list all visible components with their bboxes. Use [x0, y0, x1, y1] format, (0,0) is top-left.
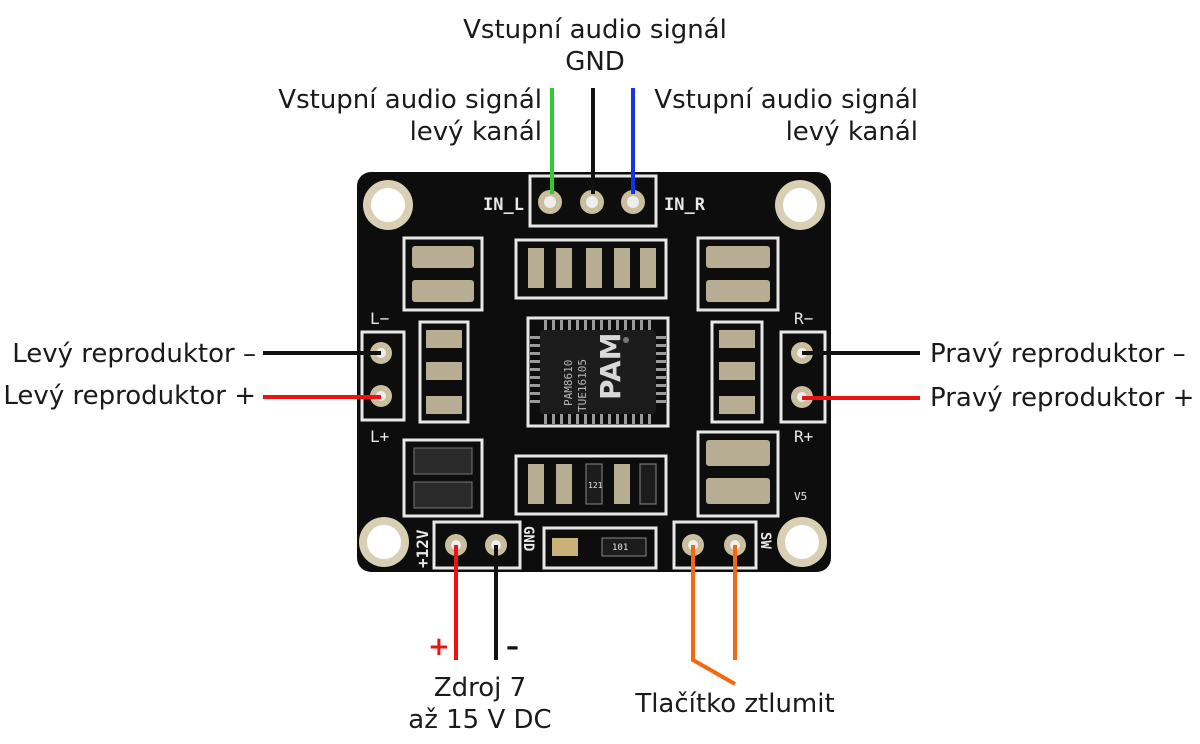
label-input-right-line1: Vstupní audio signál: [654, 85, 918, 115]
label-input-gnd-line1: Vstupní audio signál: [463, 15, 727, 45]
label-right-speaker-minus: Pravý reproduktor –: [930, 339, 1186, 369]
silk-r-minus: R−: [794, 309, 813, 328]
label-input-gnd: Vstupní audio signál GND: [440, 14, 750, 78]
chip-model-label: PAM8610: [562, 360, 575, 406]
left-speaker-header-outline: [360, 330, 406, 422]
label-input-gnd-line2: GND: [565, 47, 625, 77]
input-pad-gnd: [580, 190, 604, 214]
label-input-left-line2: levý kanál: [409, 117, 542, 147]
label-right-speaker-plus: Pravý reproduktor +: [930, 383, 1195, 413]
mounting-hole-bottom-left: [359, 517, 409, 567]
silk-l-plus: L+: [370, 427, 389, 446]
led-and-resistor-block: [542, 526, 658, 570]
silk-sw: SW: [757, 532, 773, 549]
silk-l-minus: L−: [370, 309, 389, 328]
chip-batch-label: TUE16105: [576, 359, 589, 412]
component-block-top-center: [514, 238, 668, 300]
component-block-right-top: [696, 236, 780, 312]
power-header-outline: [432, 520, 522, 570]
silk-in-l: IN_L: [483, 195, 524, 215]
label-power-plus-sign: +: [428, 632, 450, 662]
silk-in-r: IN_R: [664, 195, 706, 215]
mounting-hole-top-left: [363, 180, 413, 230]
silk-gnd: GND: [520, 526, 536, 551]
pcb-board: IN_L IN_R L− L+ R− R+ V5 121 101 +12V GN…: [357, 172, 831, 572]
label-power-line2: až 15 V DC: [408, 705, 552, 735]
component-block-bottom-center: [514, 454, 668, 516]
label-mute-button: Tlačítko ztlumit: [635, 689, 835, 719]
component-block-right-middle: [710, 320, 764, 424]
label-left-speaker-plus: Levý reproduktor +: [3, 381, 256, 411]
mounting-hole-bottom-right: [777, 517, 827, 567]
input-pad-right: [621, 190, 645, 214]
label-input-left-line1: Vstupní audio signál: [278, 85, 542, 115]
mounting-hole-top-right: [775, 180, 825, 230]
component-block-left-middle: [418, 320, 470, 424]
silk-res-121: 121: [588, 481, 603, 490]
right-speaker-header-outline: [779, 330, 827, 424]
silk-r-plus: R+: [794, 427, 813, 446]
wire-switch-1: [691, 545, 736, 686]
label-power-supply: Zdroj 7 až 15 V DC: [370, 672, 590, 736]
chip-brand-label: PAM: [594, 333, 627, 400]
label-power-minus-sign: –: [506, 632, 519, 662]
label-power-line1: Zdroj 7: [433, 673, 527, 703]
silk-12v: +12V: [413, 529, 432, 568]
label-input-left: Vstupní audio signál levý kanál: [230, 84, 542, 148]
component-block-right-bottom: [696, 430, 780, 518]
component-block-left-bottom: [402, 438, 484, 518]
label-input-right: Vstupní audio signál levý kanál: [610, 84, 918, 148]
silk-res-101: 101: [612, 543, 628, 553]
label-input-right-line2: levý kanál: [785, 117, 918, 147]
amplifier-chip: [526, 316, 670, 428]
component-block-left-top: [402, 236, 484, 312]
input-pad-left: [538, 190, 562, 214]
label-left-speaker-minus: Levý reproduktor –: [12, 339, 256, 369]
silk-v5: V5: [794, 490, 807, 503]
switch-header-outline: [672, 520, 758, 570]
